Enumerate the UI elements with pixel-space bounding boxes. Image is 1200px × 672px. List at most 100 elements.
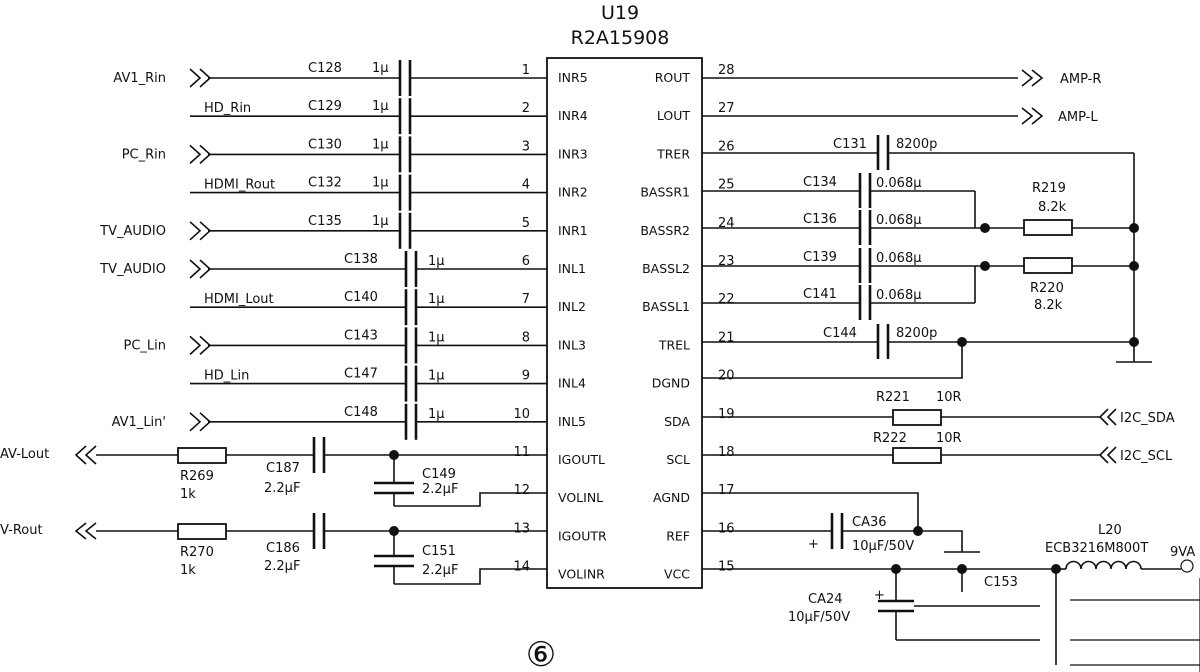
pin-label: INL4 [558,376,586,391]
r221-value: 10R [936,390,962,405]
input-cap-value: 1μ [372,214,389,229]
c134-capacitor: C134 0.068μ [702,173,976,228]
input-cap-ref: C143 [344,328,378,343]
junction-dot [980,261,990,271]
page-marker: ⑥ [526,635,556,672]
pin-label: INL3 [558,337,586,352]
pin-label: LOUT [657,108,691,123]
r222-resistor: R222 10R [702,431,1100,464]
pin-number: 25 [718,178,735,193]
pin-number: 14 [513,560,530,575]
amp-r-net: AMP-R [702,69,1101,87]
pin-number: 26 [718,139,735,154]
input-arrow-icon [189,68,202,88]
input-net-label: PC_Lin [123,338,166,353]
pin-label: INL1 [558,261,586,276]
input-net-label: HD_Lin [204,369,249,384]
input-arrow-icon [189,335,202,355]
input-cap-ref: C148 [344,405,378,420]
ca24-plus: + [874,588,885,603]
pin-number: 21 [718,330,735,345]
pin-label: TREL [658,337,690,352]
pin-number: 2 [522,101,530,116]
input-net-label: PC_Rin [122,147,166,162]
pin-number: 11 [513,445,530,460]
pin-number: 6 [522,254,530,269]
ref-ground-wire [918,530,963,552]
pin-label: AGND [653,490,690,505]
input-arrow-icon [189,221,202,241]
input-cap-value: 1μ [372,137,389,152]
input-cap-ref: C132 [308,176,342,191]
c144-value: 8200p [896,326,937,341]
supply-9va-label: 9VA [1170,545,1195,560]
input-cap-value: 1μ [372,176,389,191]
amp-r-label: AMP-R [1060,72,1101,87]
r269-ref: R269 [180,469,214,484]
ca24-capacitor: + CA24 10μF/50V [788,569,1040,641]
l20-inductor: L20 ECB3216M800T 9VA [1045,523,1195,573]
pin-label: VOLINL [558,490,603,505]
c153-ref: C153 [984,575,1018,590]
pin-label: BASSL1 [642,299,690,314]
c187-ref: C187 [266,461,300,476]
pin-number: 16 [718,521,735,536]
c144-capacitor: C144 8200p [702,324,1134,359]
pin-label: INR5 [558,70,588,85]
input-net-label: AV1_Lin' [112,415,166,430]
c141-capacitor: C141 0.068μ [702,266,976,320]
pin-label: DGND [652,376,690,391]
ca24-value: 10μF/50V [788,610,850,625]
chip-part-number: R2A15908 [571,27,670,49]
pin-number: 10 [513,407,530,422]
c136-capacitor: C136 0.068μ [702,210,1024,245]
input-arrow-icon [189,412,202,432]
pin-label: IGOUTL [558,452,605,467]
pin-number: 3 [522,139,530,154]
c131-value: 8200p [896,137,937,152]
c131-capacitor: C131 8200p [702,135,1135,342]
pin-label: IGOUTR [558,528,607,543]
pin-number: 22 [718,292,735,307]
input-arrow-icon [189,144,202,164]
pin-number: 13 [513,521,530,536]
input-cap-ref: C135 [308,214,342,229]
i2c-scl-label: I2C_SCL [1120,449,1173,464]
agnd-wire [702,492,919,530]
pin-number: 1 [522,63,530,78]
i2c-scl-net: I2C_SCL [1098,446,1173,464]
i2c-sda-label: I2C_SDA [1120,411,1175,426]
r221-ref: R221 [876,390,910,405]
c149-ref: C149 [422,467,456,482]
input-net-label: HDMI_Rout [204,178,275,193]
c187-value: 2.2μF [264,481,300,496]
c134-ref: C134 [803,175,837,190]
c149-capacitor: C149 2.2μF [374,455,547,507]
pin-label: INR3 [558,146,588,161]
c131-ref: C131 [833,137,867,152]
c141-value: 0.068μ [876,288,922,303]
pin-number: 5 [522,216,530,231]
r221-resistor: R221 10R [702,390,1100,426]
pin-number: 24 [718,216,735,231]
pin-number: 4 [522,178,530,193]
av-lout-label: AV-Lout [0,447,49,462]
input-net-label: TV_AUDIO [99,224,166,239]
c186-ref: C186 [266,541,300,556]
pin-number: 12 [513,483,530,498]
junction-dot [1129,223,1139,233]
pin-label: INL5 [558,414,586,429]
pin-number: 9 [522,369,530,384]
input-cap-value: 1μ [372,61,389,76]
c139-ref: C139 [803,250,837,265]
r270-value: 1k [180,563,196,578]
ca36-ref: CA36 [852,515,887,530]
c186-value: 2.2μF [264,559,300,574]
ca24-ref: CA24 [808,592,843,607]
r220-ref: R220 [1030,281,1064,296]
pin-label: SCL [666,452,690,467]
input-cap-ref: C129 [308,99,342,114]
pin-label: INL2 [558,299,586,314]
